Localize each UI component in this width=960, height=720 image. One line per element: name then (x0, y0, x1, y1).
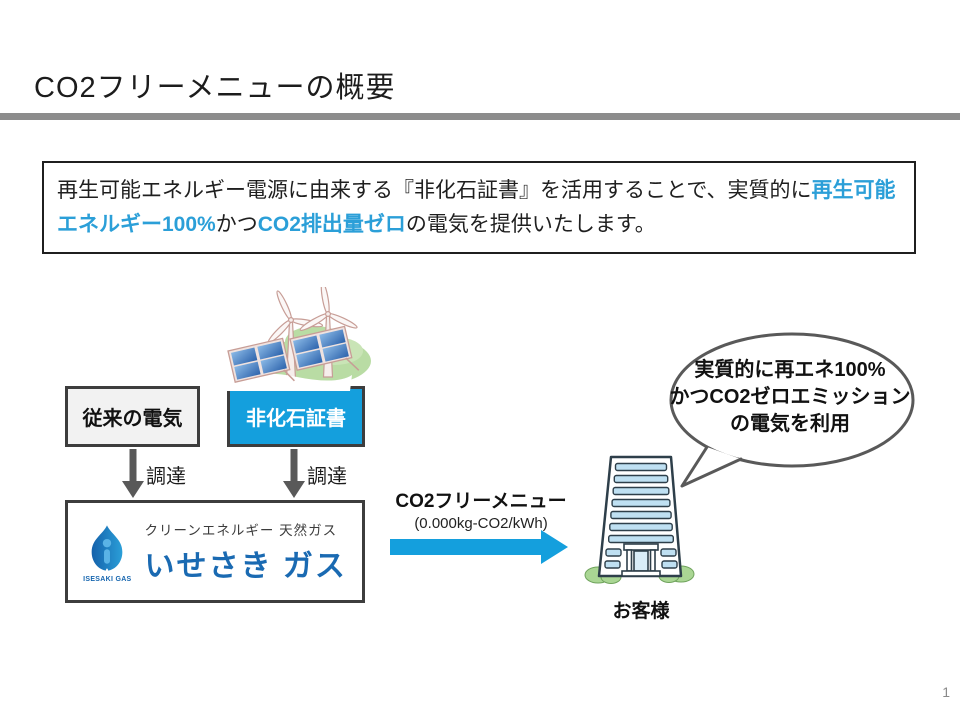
isesaki-gas-name: いせさき ガス (144, 549, 347, 583)
procurement-label-right: 調達 (307, 466, 347, 488)
solar-panel-icon (227, 337, 295, 383)
isesaki-gas-logo: ISESAKI GAS (83, 521, 131, 583)
menu-emission-value: (0.000kg-CO2/kWh) (414, 515, 548, 532)
office-building-icon (584, 455, 695, 584)
procurement-label-left: 調達 (146, 466, 186, 488)
isesaki-gas-tagline: クリーンエネルギー 天然ガス (144, 522, 338, 538)
page-title: CO2フリーメニューの概要 (34, 72, 396, 104)
isesaki-gas-box: ISESAKI GAS クリーンエネルギー 天然ガス いせさき ガス (65, 500, 365, 603)
conventional-electricity-label: 従来の電気 (82, 408, 183, 430)
summary-text-plain: 再生可能エネルギー電源に由来する『非化石証書』を活用することで、実質的に (57, 179, 812, 202)
page-number: 1 (942, 684, 950, 700)
solar-panel-icon (289, 325, 360, 371)
non-fossil-certificate-label: 非化石証書 (246, 408, 346, 430)
bubble-text: 実質的に再エネ100% かつCO2ゼロエミッション の電気を利用 (666, 357, 914, 438)
down-arrow-icon (283, 449, 305, 498)
water-drop-logo-icon (91, 524, 123, 571)
summary-text-plain: の電気を提供いたします。 (405, 213, 656, 236)
bubble-line-2: かつCO2ゼロエミッション (669, 386, 911, 408)
renewable-energy-illustration-icon (224, 287, 371, 391)
summary-text-highlight-renewable: 再生可能エネルギー100% (57, 179, 896, 236)
bubble-line-1: 実質的に再エネ100% (694, 359, 886, 381)
speech-bubble (669, 332, 915, 488)
bubble-line-3: の電気を利用 (730, 413, 850, 435)
right-arrow-icon (390, 530, 568, 564)
menu-title: CO2フリーメニュー (395, 491, 567, 512)
summary-text-highlight-zero-co2: CO2排出量ゼロ (257, 213, 406, 236)
summary-text-plain: かつ (215, 213, 258, 236)
title-underline (0, 113, 960, 120)
isesaki-gas-text: クリーンエネルギー 天然ガス いせさき ガス (145, 519, 347, 585)
menu-label-block: CO2フリーメニュー (0.000kg-CO2/kWh) (392, 486, 570, 532)
summary-box: 再生可能エネルギー電源に由来する『非化石証書』を活用することで、実質的に再生可能… (42, 161, 916, 254)
non-fossil-certificate-box: 非化石証書 (227, 386, 365, 447)
conventional-electricity-box: 従来の電気 (65, 386, 200, 447)
down-arrow-icon (122, 449, 144, 498)
isesaki-gas-logo-caption: ISESAKI GAS (83, 575, 132, 583)
customer-label: お客様 (612, 601, 670, 622)
entrance-icon (621, 543, 661, 577)
